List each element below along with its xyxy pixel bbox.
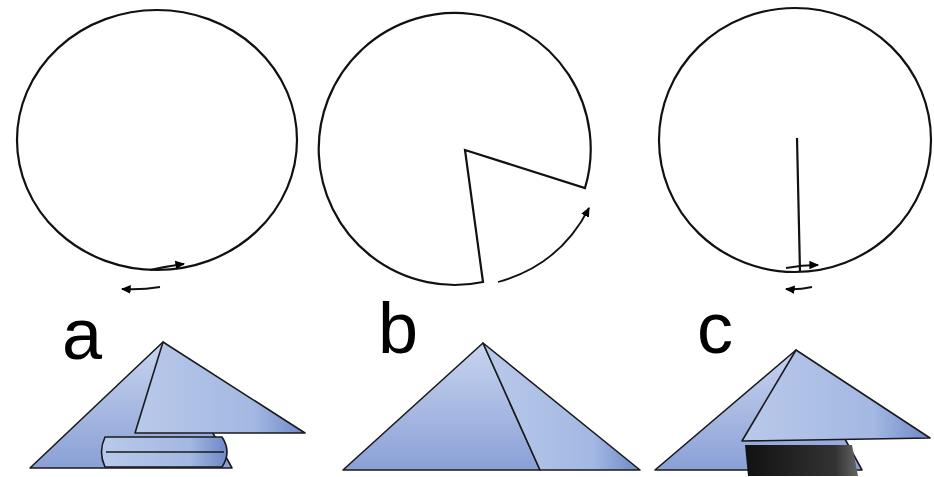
slide-arrow [786,265,818,268]
rolled-edge [106,451,224,453]
slide-arrow [150,264,184,270]
cone-flap [742,350,930,441]
shadow-gap [745,445,858,476]
rolled-edge [102,437,228,467]
slit-line [797,138,800,272]
cone-overlap [483,343,640,470]
paper-disc-cut [319,13,591,285]
paper-disc [17,10,297,270]
cone-flap [135,342,305,433]
cone-body [343,343,540,470]
slide-arrow [122,287,160,289]
slide-arrow [786,287,812,289]
panel-label: c [697,292,733,364]
panel-label: b [378,292,418,364]
paper-disc [659,8,931,272]
fold-arrow [498,208,589,282]
panel-label: a [62,298,102,370]
